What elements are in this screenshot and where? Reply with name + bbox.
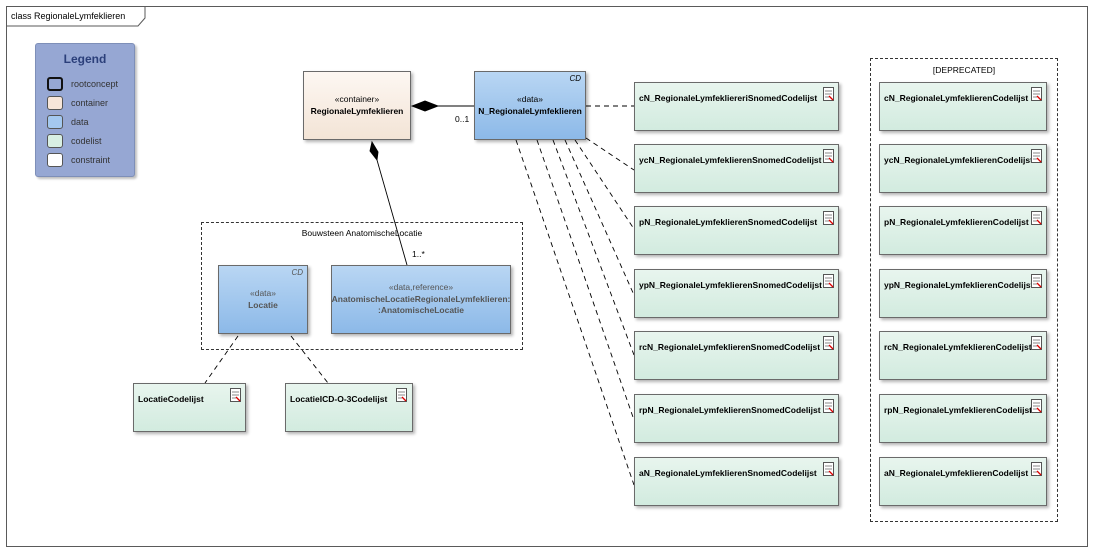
- codelist-box[interactable]: cN_RegionaleLymfekliereriSnomedCodelijst: [634, 82, 839, 131]
- codelist-name: cN_RegionaleLymfeklierenCodelijst: [884, 93, 1029, 103]
- codelist-icon: [823, 149, 834, 163]
- cd-tag: CD: [291, 268, 303, 277]
- package-bouwsteen-anatomischelocatie: [201, 222, 523, 350]
- legend-item-container: container: [47, 95, 108, 111]
- codelist-icon: [823, 87, 834, 101]
- codelist-box[interactable]: ycN_RegionaleLymfeklierenSnomedCodelijst: [634, 144, 839, 193]
- stereotype-label: «container»: [334, 94, 380, 105]
- stereotype-label: «data»: [517, 94, 543, 105]
- codelist-icon: [1031, 211, 1042, 225]
- codelist-box[interactable]: cN_RegionaleLymfeklierenCodelijst: [879, 82, 1047, 131]
- codelist-icon: [1031, 336, 1042, 350]
- legend-label: constraint: [71, 155, 111, 165]
- class-name: N_RegionaleLymfeklieren: [478, 105, 582, 116]
- legend-title: Legend: [63, 52, 107, 66]
- codelist-name: rcN_RegionaleLymfeklierenCodelijst: [884, 342, 1032, 352]
- codelist-name: ypN_RegionaleLymfeklierenSnomedCodelijst: [639, 280, 822, 290]
- codelist-name: ypN_RegionaleLymfeklierenCodelijst: [884, 280, 1034, 290]
- diagram-title: class RegionaleLymfeklieren: [11, 11, 126, 21]
- legend-swatch-rootconcept: [47, 77, 63, 91]
- legend-item-data: data: [47, 114, 89, 130]
- codelist-box[interactable]: aN_RegionaleLymfeklierenCodelijst: [879, 457, 1047, 506]
- codelist-name: pN_RegionaleLymfeklierenSnomedCodelijst: [639, 217, 818, 227]
- codelist-name: aN_RegionaleLymfeklierenSnomedCodelijst: [639, 468, 817, 478]
- codelist-name: cN_RegionaleLymfekliereriSnomedCodelijst: [639, 93, 818, 103]
- codelist-box[interactable]: pN_RegionaleLymfeklierenSnomedCodelijst: [634, 206, 839, 255]
- codelist-name: pN_RegionaleLymfeklierenCodelijst: [884, 217, 1029, 227]
- codelist-box[interactable]: ypN_RegionaleLymfeklierenSnomedCodelijst: [634, 269, 839, 318]
- package-title: Bouwsteen AnatomischeLocatie: [301, 228, 423, 238]
- diagram-title-tab: [6, 6, 146, 27]
- legend: Legend rootconcept container data codeli…: [35, 43, 135, 177]
- composition-diamond: [369, 140, 379, 162]
- legend-item-codelist: codelist: [47, 133, 102, 149]
- codelist-name: aN_RegionaleLymfeklierenCodelijst: [884, 468, 1029, 478]
- composition-diamond: [410, 100, 440, 112]
- codelist-icon: [1031, 87, 1042, 101]
- codelist-box[interactable]: rcN_RegionaleLymfeklierenCodelijst: [879, 331, 1047, 380]
- legend-item-constraint: constraint: [47, 152, 110, 168]
- codelist-box[interactable]: aN_RegionaleLymfeklierenSnomedCodelijst: [634, 457, 839, 506]
- legend-item-rootconcept: rootconcept: [47, 76, 118, 92]
- codelist-name: ycN_RegionaleLymfeklierenSnomedCodelijst: [639, 155, 822, 165]
- legend-swatch-data: [47, 115, 63, 129]
- codelist-name: rcN_RegionaleLymfeklierenSnomedCodelijst: [639, 342, 821, 352]
- composition-line-anat[interactable]: [376, 159, 408, 266]
- stereotype-label: «data»: [250, 288, 276, 299]
- codelist-box[interactable]: ycN_RegionaleLymfeklierenCodelijst: [879, 144, 1047, 193]
- legend-label: data: [71, 117, 89, 127]
- codelist-name: rpN_RegionaleLymfeklierenSnomedCodelijst: [639, 405, 821, 415]
- class-name-line2: :AnatomischeLocatie: [378, 305, 464, 316]
- dependency-lines: [204, 105, 635, 486]
- codelist-box[interactable]: rcN_RegionaleLymfeklierenSnomedCodelijst: [634, 331, 839, 380]
- class-locatie[interactable]: CD «data» Locatie: [218, 265, 308, 334]
- codelist-name: ycN_RegionaleLymfeklierenCodelijst: [884, 155, 1033, 165]
- codelist-icon: [1031, 149, 1042, 163]
- class-n-regionalelymfeklieren[interactable]: CD «data» N_RegionaleLymfeklieren: [474, 71, 586, 140]
- codelist-icon: [1031, 462, 1042, 476]
- legend-swatch-constraint: [47, 153, 63, 167]
- codelist-box[interactable]: rpN_RegionaleLymfeklierenSnomedCodelijst: [634, 394, 839, 443]
- codelist-locatieicdo3codelijst[interactable]: LocatieICD-O-3Codelijst: [285, 383, 413, 432]
- legend-label: codelist: [71, 136, 102, 146]
- codelist-icon: [823, 399, 834, 413]
- codelist-icon: [1031, 274, 1042, 288]
- legend-label: container: [71, 98, 109, 108]
- codelist-icon: [823, 274, 834, 288]
- deprecated-title: [DEPRECATED]: [932, 65, 996, 75]
- diagram-frame: [6, 6, 1088, 547]
- codelist-name: LocatieICD-O-3Codelijst: [290, 394, 388, 404]
- codelist-box[interactable]: rpN_RegionaleLymfeklierenCodelijst: [879, 394, 1047, 443]
- codelist-icon: [230, 388, 241, 402]
- codelist-name: LocatieCodelijst: [138, 394, 204, 404]
- codelist-icon: [823, 211, 834, 225]
- legend-swatch-container: [47, 96, 63, 110]
- cd-tag: CD: [569, 74, 581, 83]
- codelist-name: rpN_RegionaleLymfeklierenCodelijst: [884, 405, 1033, 415]
- multiplicity-label: 0..1: [455, 114, 470, 124]
- class-name: Locatie: [248, 299, 278, 310]
- legend-swatch-codelist: [47, 134, 63, 148]
- codelist-icon: [823, 336, 834, 350]
- stereotype-label: «data,reference»: [388, 282, 454, 293]
- multiplicity-label: 1..*: [412, 249, 425, 259]
- codelist-box[interactable]: pN_RegionaleLymfeklierenCodelijst: [879, 206, 1047, 255]
- codelist-box[interactable]: ypN_RegionaleLymfeklierenCodelijst: [879, 269, 1047, 318]
- class-anatomischelocatie-reference[interactable]: «data,reference» AnatomischeLocatieRegio…: [331, 265, 511, 334]
- legend-label: rootconcept: [71, 79, 119, 89]
- codelist-icon: [1031, 399, 1042, 413]
- codelist-icon: [396, 388, 407, 402]
- deprecated-boundary: [870, 58, 1058, 522]
- class-regionalelymfeklieren[interactable]: «container» RegionaleLymfeklieren: [303, 71, 411, 140]
- class-name: RegionaleLymfeklieren: [310, 105, 404, 116]
- class-name-line1: AnatomischeLocatieRegionaleLymfeklieren:: [331, 293, 511, 304]
- codelist-locatiecodelijst[interactable]: LocatieCodelijst: [133, 383, 246, 432]
- codelist-icon: [823, 462, 834, 476]
